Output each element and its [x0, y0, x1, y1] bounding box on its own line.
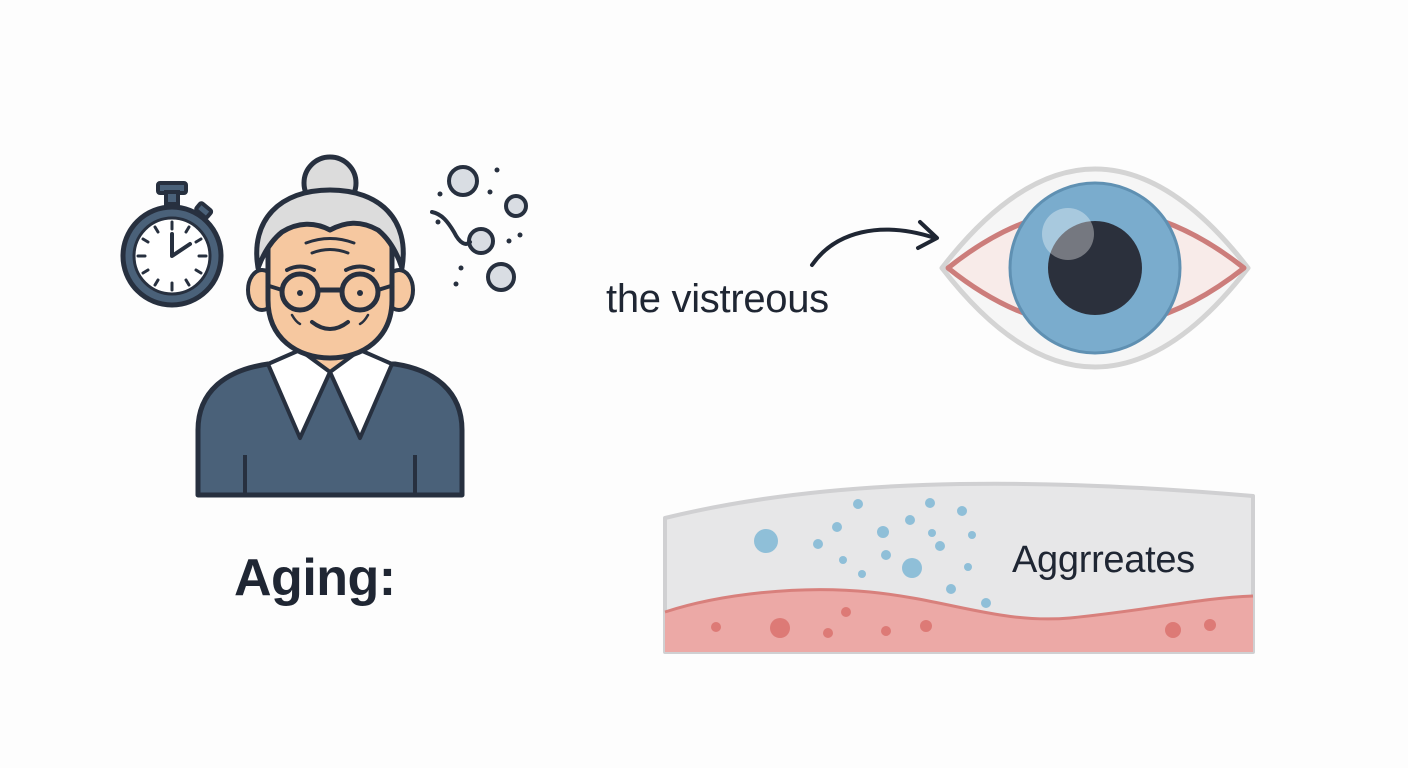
curved-arrow-icon — [810, 220, 939, 267]
eye-icon — [939, 166, 1251, 370]
aging-label: Aging: — [234, 549, 396, 607]
aggregates-label: Aggrreates — [1012, 539, 1195, 581]
vitreous-label: the vistreous — [606, 277, 829, 321]
elderly-person-icon — [195, 154, 465, 498]
molecule-particles-icon — [430, 165, 528, 292]
stopwatch-icon — [120, 181, 224, 308]
vitreous-tissue-cross-section — [663, 481, 1255, 654]
